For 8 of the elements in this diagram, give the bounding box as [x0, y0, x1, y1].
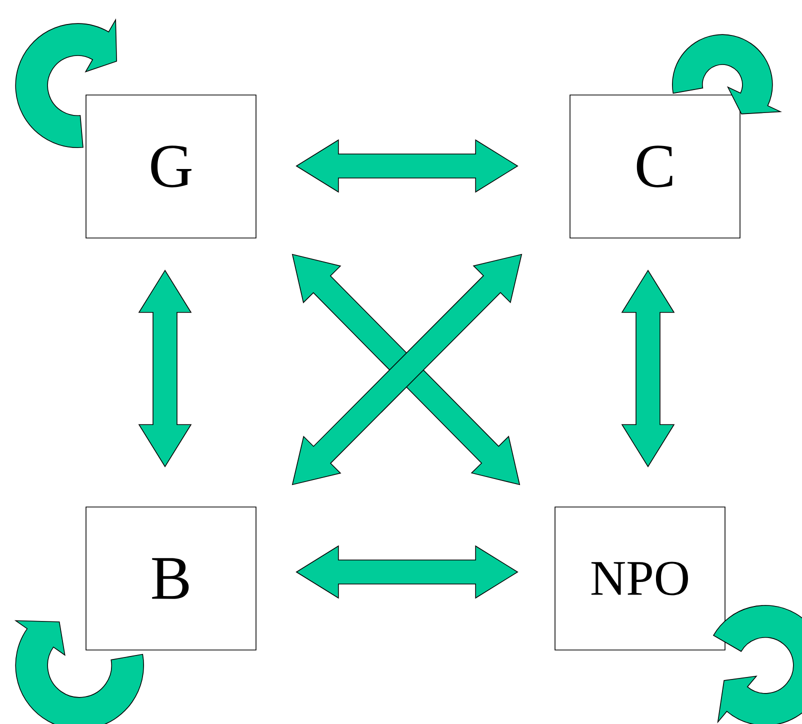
- box: NPO: [554, 506, 726, 650]
- box: B: [86, 506, 256, 650]
- curved-arrow: [713, 605, 802, 724]
- curved-arrow: [15, 620, 144, 724]
- curved-arrow: [15, 19, 118, 148]
- box: C: [570, 94, 740, 238]
- curved-arrow: [672, 34, 781, 114]
- box: G: [86, 94, 256, 238]
